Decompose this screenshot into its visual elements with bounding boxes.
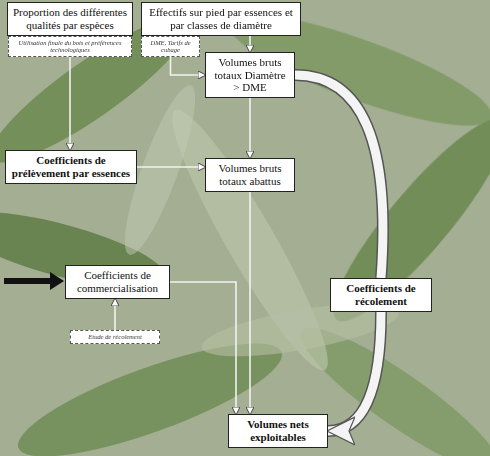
curved-arrow	[328, 312, 381, 431]
flow-arrow	[171, 57, 206, 75]
arrow-line	[249, 192, 251, 414]
arrow-line	[114, 299, 116, 330]
coefficient-box: Coefficients de commercialisation	[65, 265, 170, 299]
flow-arrow	[250, 98, 251, 158]
arrow-outline	[295, 75, 383, 278]
note-box: Etude de récolement	[70, 330, 160, 344]
process-box: Volumes bruts totaux abattus	[205, 158, 295, 192]
flow-arrow	[115, 299, 116, 330]
box-text: Volumes bruts totaux Diamètre > DME	[210, 56, 290, 94]
arrow-line	[249, 36, 251, 52]
source-box: Effectifs sur pied par essences et par c…	[141, 2, 301, 36]
arrow-line	[69, 57, 71, 150]
box-text: Effectifs sur pied par essences et par c…	[146, 6, 296, 31]
box-text: Volumes bruts totaux abattus	[210, 162, 290, 187]
box-text: Volumes nets exploitables	[233, 418, 323, 443]
arrow-line	[170, 282, 236, 414]
flow-arrow	[250, 192, 251, 414]
note-box: Utilisation finale du bois et préférence…	[8, 36, 132, 57]
coefficient-box: Coefficients de prélèvement par essences	[5, 150, 137, 184]
curved-arrow	[295, 75, 383, 278]
arrow-outline	[328, 312, 381, 431]
box-text: Coefficients de prélèvement par essences	[10, 154, 132, 179]
flow-arrow	[250, 36, 251, 52]
result-box: Volumes nets exploitables	[228, 414, 328, 448]
flow-arrow	[137, 167, 205, 168]
box-text: Coefficients de récolement	[335, 282, 427, 307]
box-text: Etude de récolement	[74, 333, 156, 340]
note-box: DME, Tarifs de cubage	[141, 36, 200, 57]
box-text: Coefficients de commercialisation	[70, 269, 165, 294]
box-text: Utilisation finale du bois et préférence…	[12, 39, 128, 54]
arrow-body	[328, 312, 381, 431]
source-box: Proportion des différentes qualités par …	[7, 2, 133, 36]
process-box: Volumes bruts totaux Diamètre > DME	[205, 52, 295, 98]
coefficient-box: Coefficients de récolement	[330, 278, 432, 312]
arrow-line	[171, 57, 206, 75]
flow-arrow	[70, 57, 71, 150]
flow-arrow	[170, 282, 236, 414]
box-text: DME, Tarifs de cubage	[145, 39, 196, 54]
input-arrow	[4, 272, 64, 290]
arrow-body	[295, 75, 383, 278]
arrow-line	[249, 98, 251, 158]
arrow-line	[137, 166, 205, 168]
box-text: Proportion des différentes qualités par …	[12, 6, 128, 31]
